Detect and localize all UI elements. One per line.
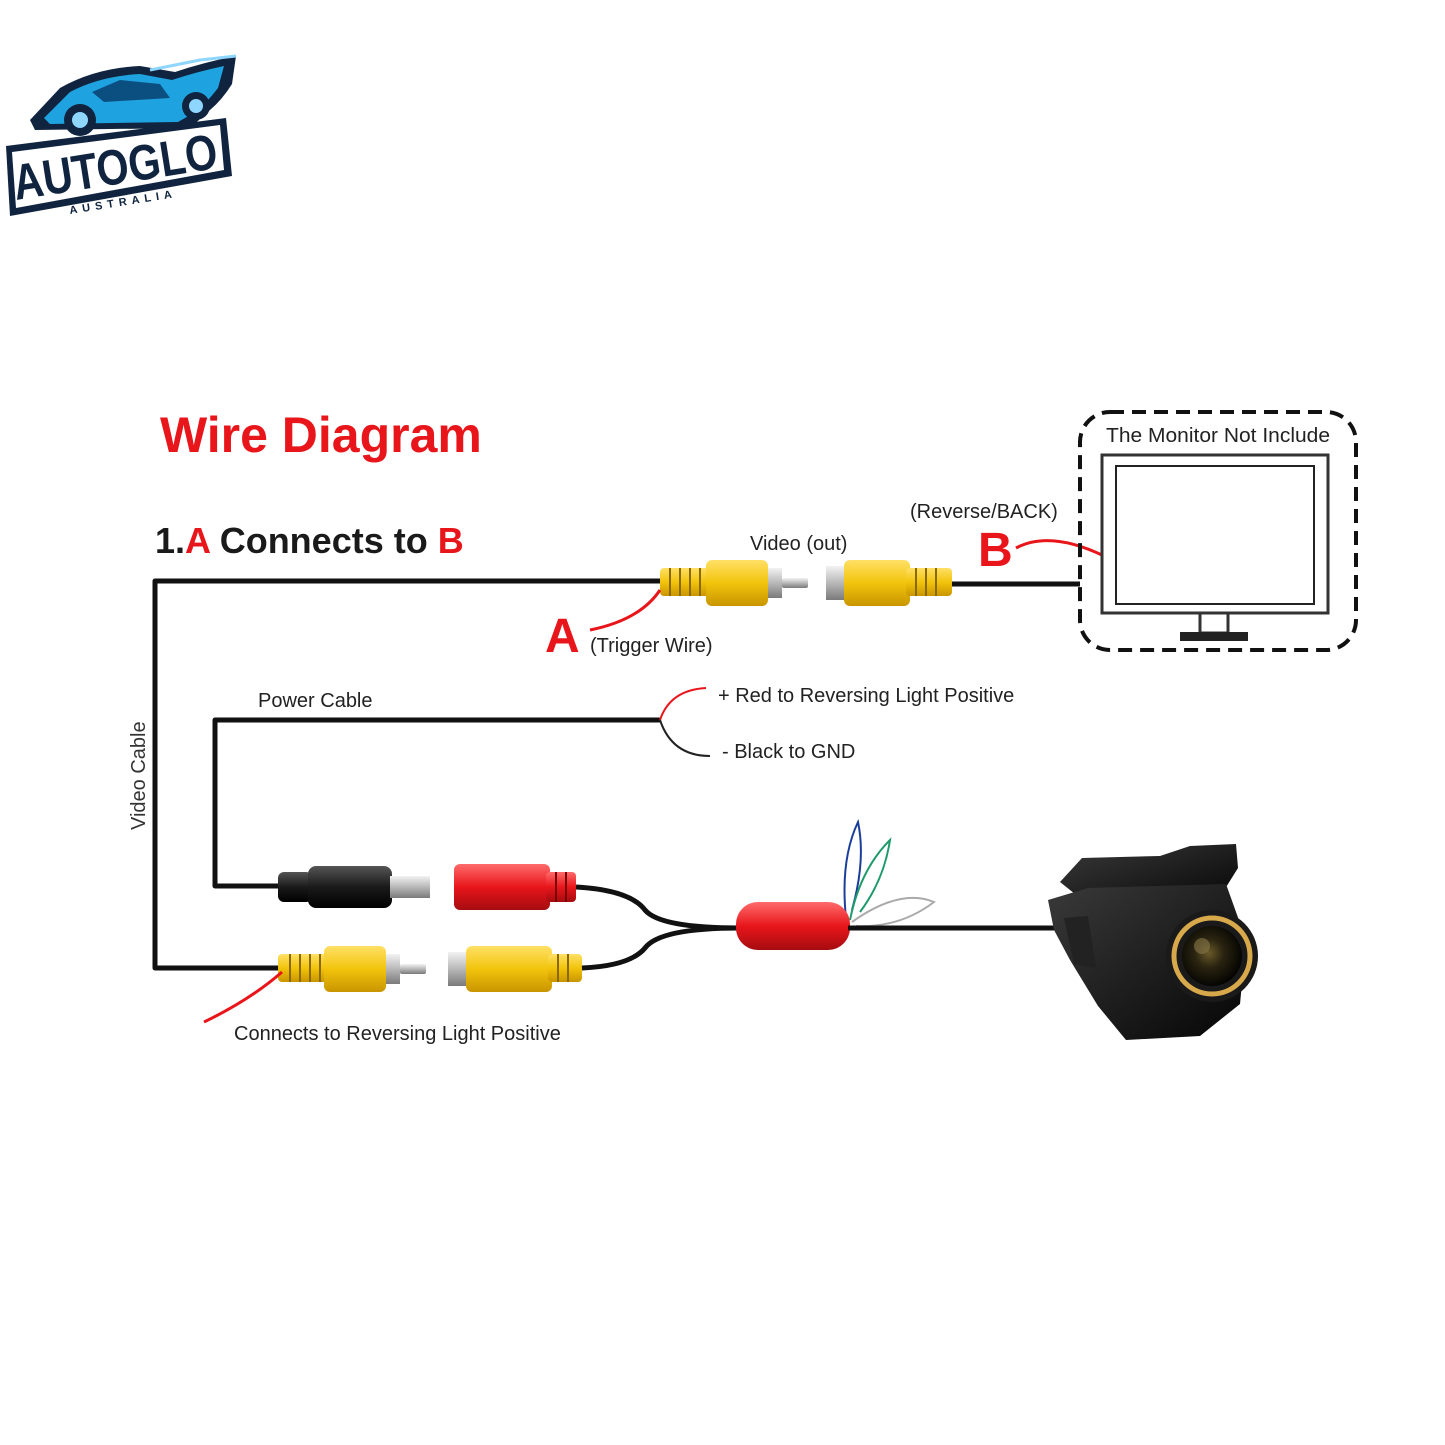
black-gnd-label: - Black to GND — [722, 741, 855, 763]
monitor-icon — [1100, 453, 1330, 641]
video-cable-label: Video Cable — [128, 721, 150, 830]
label-b-letter: B — [978, 524, 1013, 577]
b-pointer-red — [1015, 539, 1105, 558]
trigger-wire-red — [589, 589, 662, 632]
label-a-letter: A — [545, 610, 580, 663]
power-cable-label: Power Cable — [258, 690, 373, 712]
diagram-title: Wire Diagram — [160, 407, 482, 463]
reverse-back-label: (Reverse/BACK) — [910, 501, 1058, 523]
monitor-dashed-box — [1078, 410, 1358, 652]
black-lead-wire — [659, 719, 711, 757]
car-silhouette-icon — [30, 54, 237, 136]
subtitle-b: B — [438, 520, 464, 561]
dc-power-plug — [278, 866, 430, 908]
y-split-cable — [575, 884, 741, 971]
red-lead-wire — [659, 687, 707, 721]
subtitle-prefix: 1. — [155, 520, 185, 561]
power-cable-wire — [212, 717, 660, 889]
reversing-camera-icon — [1048, 844, 1258, 1040]
subtitle-middle: Connects to — [210, 520, 438, 561]
loose-wires — [843, 818, 936, 928]
rca-female-connector-top — [826, 560, 952, 606]
subtitle-a: A — [185, 520, 211, 561]
dc-power-socket — [454, 864, 576, 910]
rca-male-connector-bottom — [278, 946, 426, 992]
rca-female-connector-bottom — [448, 946, 582, 992]
trigger-wire-label: (Trigger Wire) — [590, 635, 713, 657]
rca-male-connector-top — [660, 560, 808, 606]
diagram-subtitle: 1.A Connects to B — [155, 520, 464, 561]
reversing-positive-label: Connects to Reversing Light Positive — [234, 1023, 561, 1045]
monitor-note: The Monitor Not Include — [1106, 425, 1330, 447]
monitor-group: The Monitor Not Include — [1078, 410, 1358, 652]
video-cable-wire — [152, 578, 1080, 971]
reversing-light-wire-red — [203, 970, 283, 1024]
autoglo-logo: AUTOGLO AUSTRALIA — [6, 54, 237, 217]
junction-sleeve — [736, 902, 850, 950]
red-positive-label: + Red to Reversing Light Positive — [718, 685, 1014, 707]
video-out-label: Video (out) — [750, 533, 847, 555]
